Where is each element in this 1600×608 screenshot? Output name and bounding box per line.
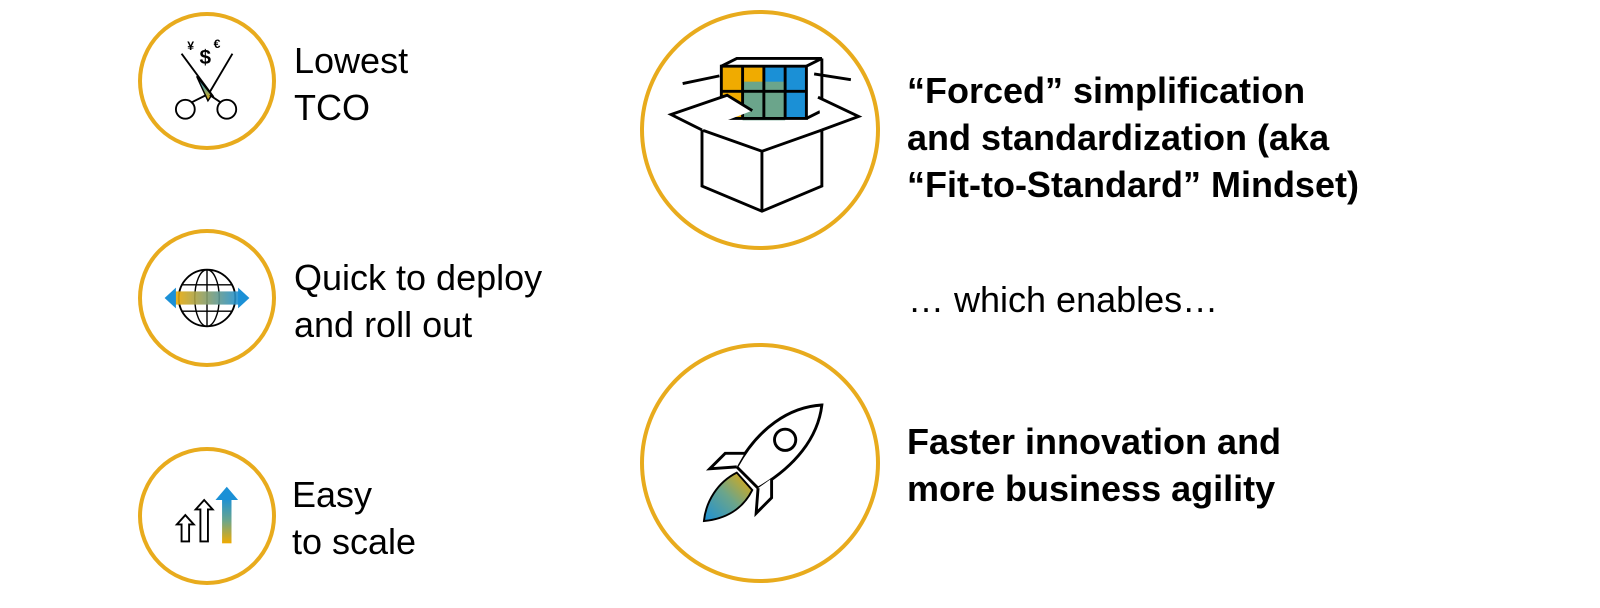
benefit-2-line-1: Quick to deploy (294, 257, 543, 298)
outcome-line-1: Faster innovation and (907, 421, 1282, 462)
benefit-3-line-1: Easy (292, 474, 373, 515)
principle-line-3: “Fit-to-Standard” Mindset) (907, 164, 1359, 205)
principle-label: “Forced” simplification and standardizat… (907, 67, 1359, 208)
dollar-symbol: $ (199, 46, 211, 69)
box-cubes-icon (667, 57, 863, 213)
scissors-currency-icon: ¥ $ € (174, 37, 238, 120)
outcome-line-2: more business agility (907, 468, 1276, 509)
benefit-1-line-1: Lowest (294, 40, 409, 81)
globe-arrows-icon (164, 268, 250, 328)
euro-symbol: € (214, 37, 221, 51)
principle-line-1: “Forced” simplification (907, 70, 1306, 111)
principle-line-2: and standardization (aka (907, 117, 1330, 158)
benefit-2-circle (138, 229, 276, 367)
benefit-2-label: Quick to deploy and roll out (294, 254, 542, 348)
benefit-1-line-2: TCO (294, 87, 370, 128)
outcome-label: Faster innovation and more business agil… (907, 418, 1281, 512)
benefit-3-circle (138, 447, 276, 585)
benefit-1-circle: ¥ $ € (138, 12, 276, 150)
yen-symbol: ¥ (187, 39, 194, 53)
outcome-circle (640, 343, 880, 583)
scale-up-arrows-icon (174, 486, 239, 544)
benefit-3-line-2: to scale (292, 521, 417, 562)
connector-text: … which enables… (908, 279, 1219, 320)
benefit-3-label: Easy to scale (292, 471, 416, 565)
benefit-2-line-2: and roll out (294, 304, 473, 345)
rocket-icon (702, 403, 824, 523)
benefit-1-label: Lowest TCO (294, 37, 408, 131)
principle-circle (640, 10, 880, 250)
